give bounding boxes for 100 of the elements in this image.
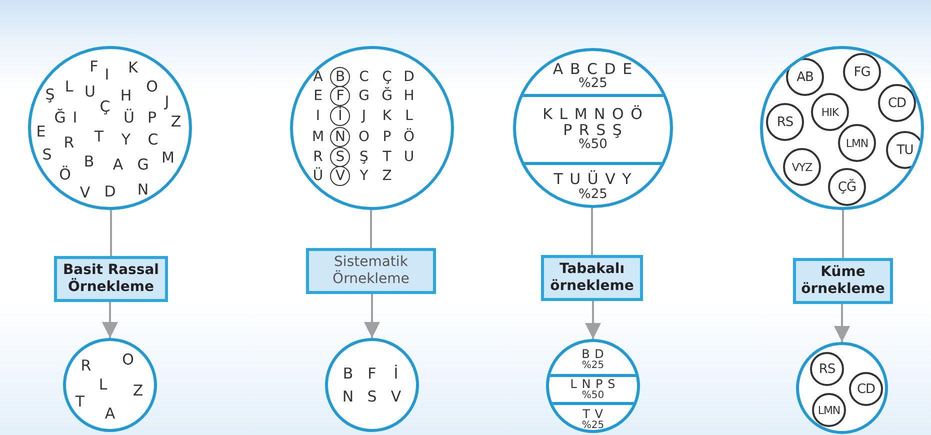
cluster-label: LMN <box>846 138 868 148</box>
letter: A <box>112 158 124 172</box>
cluster-circle <box>330 127 350 147</box>
letter: Ü <box>312 169 324 183</box>
letter: T <box>382 150 392 164</box>
letter: R <box>313 150 323 164</box>
letter: O <box>146 80 158 94</box>
letter: E <box>36 124 46 140</box>
letter: M <box>312 130 324 144</box>
cluster-label: TU <box>896 144 914 156</box>
letter: M <box>162 150 174 166</box>
percentage-label: %50 <box>578 138 608 152</box>
connector-line <box>110 210 112 256</box>
connector-line <box>842 210 844 258</box>
letter: C <box>148 132 158 148</box>
letter: R <box>64 136 74 150</box>
letter: İ <box>394 366 398 382</box>
letter: R <box>80 358 92 374</box>
cluster-label: AB <box>796 70 814 84</box>
letter: Z <box>132 384 144 398</box>
letter: U <box>404 150 414 164</box>
method-box <box>306 248 436 294</box>
letter: Ü <box>124 110 134 126</box>
letter: T <box>94 130 104 144</box>
cluster-circle <box>330 166 350 186</box>
cluster-circle <box>828 168 866 206</box>
letter: Ç <box>100 100 110 114</box>
cluster-circle <box>330 86 350 106</box>
cluster-label: RS <box>776 116 794 128</box>
letter: J <box>362 109 366 123</box>
letter: V <box>390 390 402 404</box>
cluster-circle <box>849 372 883 406</box>
letter: H <box>404 89 414 103</box>
letter: Ö <box>403 130 415 144</box>
cluster-label: CD <box>888 96 906 110</box>
cluster-circle <box>810 352 844 386</box>
letter: Z <box>170 114 182 130</box>
letter: F <box>90 60 98 74</box>
letter: Ş <box>45 88 55 102</box>
letter: Ş <box>360 150 368 164</box>
letter: G <box>358 89 370 103</box>
cluster-label: LMN <box>818 404 840 416</box>
percentage-label: %25 <box>578 188 608 202</box>
letter: G <box>137 158 149 172</box>
cluster-label: CD <box>856 382 876 396</box>
letter: A <box>313 70 323 84</box>
letter: P <box>382 130 392 144</box>
connector-line <box>591 208 593 255</box>
cluster-circle <box>783 148 821 186</box>
method-box <box>793 258 893 304</box>
letter: I <box>72 110 78 126</box>
letter: B <box>342 366 354 382</box>
letter: N <box>137 182 149 198</box>
letter: L <box>98 378 108 392</box>
letter: B <box>84 154 94 170</box>
letter: Y <box>360 169 368 183</box>
letter: E <box>314 89 322 103</box>
cluster-label: FG <box>854 66 870 78</box>
letter: H <box>120 88 132 104</box>
cluster-label: VYZ <box>792 162 812 172</box>
stratum-letters: T U Ü V Y <box>554 172 632 188</box>
letter: I <box>104 68 110 82</box>
letter: O <box>122 352 134 368</box>
letter: A <box>104 406 116 422</box>
letter: K <box>382 109 392 123</box>
cluster-label: ÇĞ <box>838 180 856 194</box>
arrow <box>102 302 118 338</box>
cluster-circle <box>766 103 804 141</box>
letter: S <box>42 148 52 162</box>
stratum-letters: T V <box>582 408 604 422</box>
letter: İ <box>338 109 342 123</box>
method-label: Küme örnekleme <box>800 264 886 298</box>
percentage-label: %25 <box>582 421 604 430</box>
letter: V <box>80 186 90 200</box>
cluster-circle <box>786 58 824 96</box>
letter: T <box>75 394 85 410</box>
letter: S <box>367 390 377 404</box>
letter: J <box>164 94 170 110</box>
letter: P <box>147 110 157 126</box>
connector-line <box>370 210 372 248</box>
method-label: Sistematik Örnekleme <box>332 254 410 288</box>
letter: Z <box>382 169 392 183</box>
letter: L <box>405 109 413 123</box>
cluster-circle <box>878 84 916 122</box>
letter: Ç <box>382 70 392 84</box>
letter: Ö <box>59 168 71 182</box>
cluster-circle <box>811 93 849 131</box>
stratum-letters: A B C D E <box>552 62 634 78</box>
letter: F <box>336 89 344 103</box>
cluster-circle <box>843 53 881 91</box>
method-label: Basit Rassal Örnekleme <box>62 262 160 296</box>
method-box <box>541 255 643 301</box>
cluster-circle <box>886 131 921 169</box>
cluster-label: RS <box>818 362 836 376</box>
cluster-circle <box>812 393 846 427</box>
letter: N <box>342 390 354 404</box>
arrow <box>834 304 850 342</box>
letter: I <box>316 109 320 123</box>
letter: D <box>404 70 414 84</box>
letter: Ğ <box>382 89 392 103</box>
